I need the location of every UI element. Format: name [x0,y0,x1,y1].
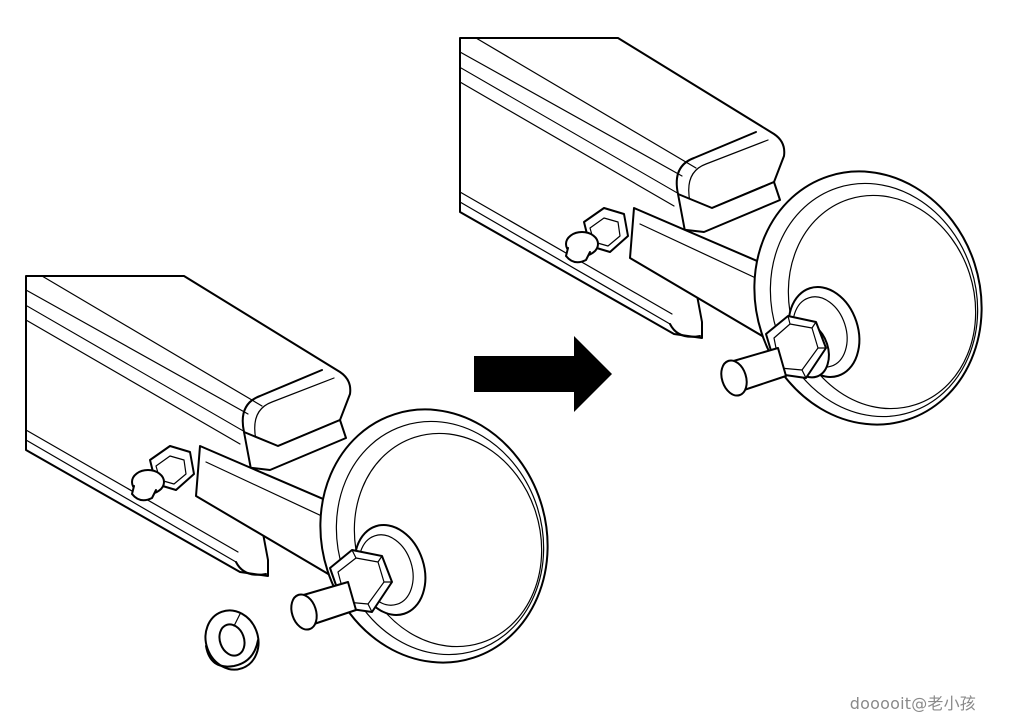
assembly-after [459,37,983,426]
assembly-before [25,275,549,671]
side-bolt [131,445,195,502]
frame-arm [459,37,786,339]
axle-bolt [290,581,357,631]
frame-arm [25,275,352,577]
right-arrow-icon [474,336,612,412]
axle-bolt [720,347,787,397]
side-bolt [565,207,629,264]
watermark-text: dooooit@老小孩 [849,694,976,713]
spring-washer [204,609,260,671]
